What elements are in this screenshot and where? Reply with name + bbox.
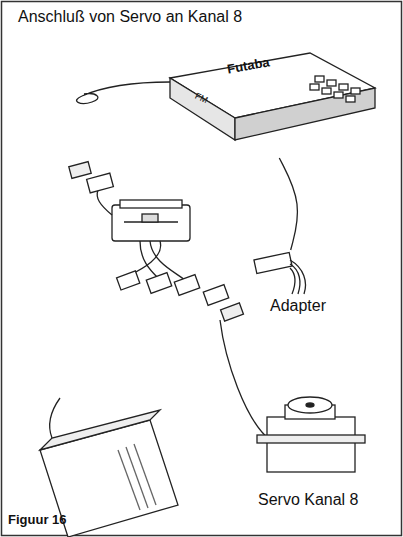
servo: Servo Kanal 8 (255, 395, 395, 520)
servo-cable (220, 320, 270, 440)
receiver: FutabaFM (165, 48, 380, 158)
switch-harness (69, 162, 244, 321)
part-name: Servo Kanal 8 (258, 491, 359, 509)
figure-title: Anschluß von Servo an Kanal 8 (18, 8, 242, 26)
adapter: Adapter (240, 250, 350, 320)
part-name: Adapter (270, 297, 326, 315)
figure-caption: Figuur 16 (8, 512, 67, 527)
antenna-wire (77, 82, 170, 103)
receiver-outline (165, 48, 380, 158)
wire (279, 158, 297, 250)
